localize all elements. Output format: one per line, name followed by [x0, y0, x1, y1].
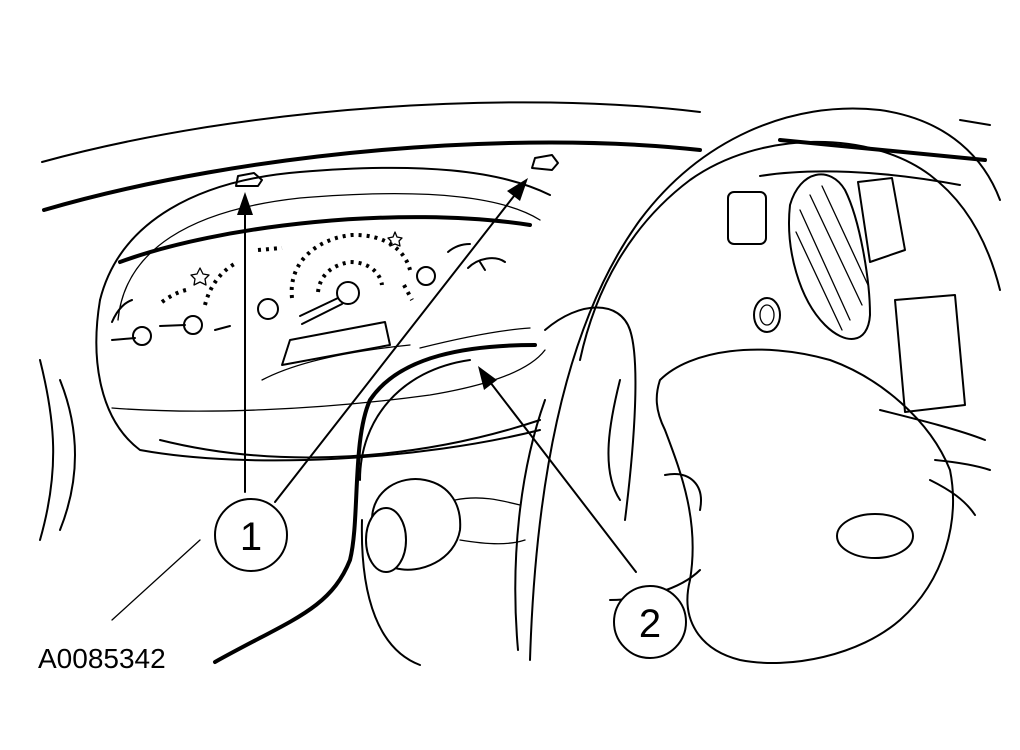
gauge-needle-hub — [132, 326, 152, 346]
steering-wheel — [514, 107, 1001, 665]
screw-right — [531, 154, 559, 171]
gauge-indicator-circle — [257, 298, 279, 320]
gauge-cluster — [111, 231, 506, 346]
callout-2: 2 — [613, 585, 687, 659]
cluster-lower-trim — [261, 321, 531, 381]
dashboard-outline — [39, 101, 991, 541]
callout-circle — [613, 585, 687, 659]
airbag-hub — [655, 348, 954, 665]
knob — [753, 297, 781, 333]
retaining-screws — [235, 154, 559, 187]
callout-label: 1 — [240, 515, 262, 559]
instrument-cluster-bezel — [95, 166, 551, 462]
callout-circle — [214, 498, 288, 572]
callout-1: 1 — [214, 498, 288, 572]
switch-left — [727, 191, 767, 245]
wiring-harness — [213, 343, 537, 664]
air-vent — [788, 173, 871, 340]
figure-id: A0085342 — [38, 643, 166, 674]
switch-right — [857, 177, 906, 263]
center-panel — [727, 170, 991, 471]
horn-emblem — [836, 513, 914, 559]
screw-left — [235, 172, 263, 187]
leader-lines — [111, 178, 637, 621]
gauge-needle-hub — [183, 315, 203, 335]
stalk-end-cap — [365, 507, 407, 573]
gauge-indicator-circle — [416, 266, 436, 286]
steering-column — [213, 343, 537, 666]
speedometer-hub — [336, 281, 360, 305]
panel-plate — [894, 294, 966, 413]
callout-label: 2 — [639, 602, 661, 646]
